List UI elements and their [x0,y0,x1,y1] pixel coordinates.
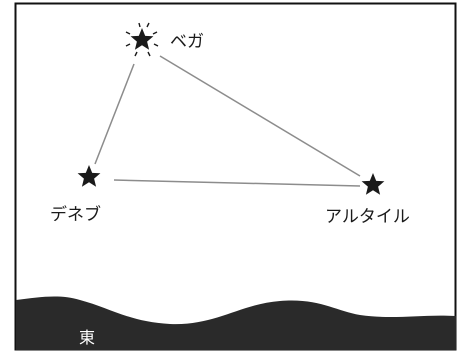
deneb-label: デネブ [50,204,101,225]
direction-label-east: 東 [79,328,95,347]
vega-star-icon [130,28,154,50]
line-vega-deneb [94,63,135,165]
deneb-star-icon [77,165,101,187]
line-vega-altair [159,55,361,177]
altair-star-icon [361,173,385,195]
altair-label: アルタイル [325,207,410,227]
triangle-lines [94,55,361,187]
sparkle-rays-icon [125,22,159,57]
vega-star [125,22,159,57]
ground-silhouette [16,296,456,350]
line-deneb-altair [113,179,361,187]
vega-label: ベガ [170,32,204,52]
